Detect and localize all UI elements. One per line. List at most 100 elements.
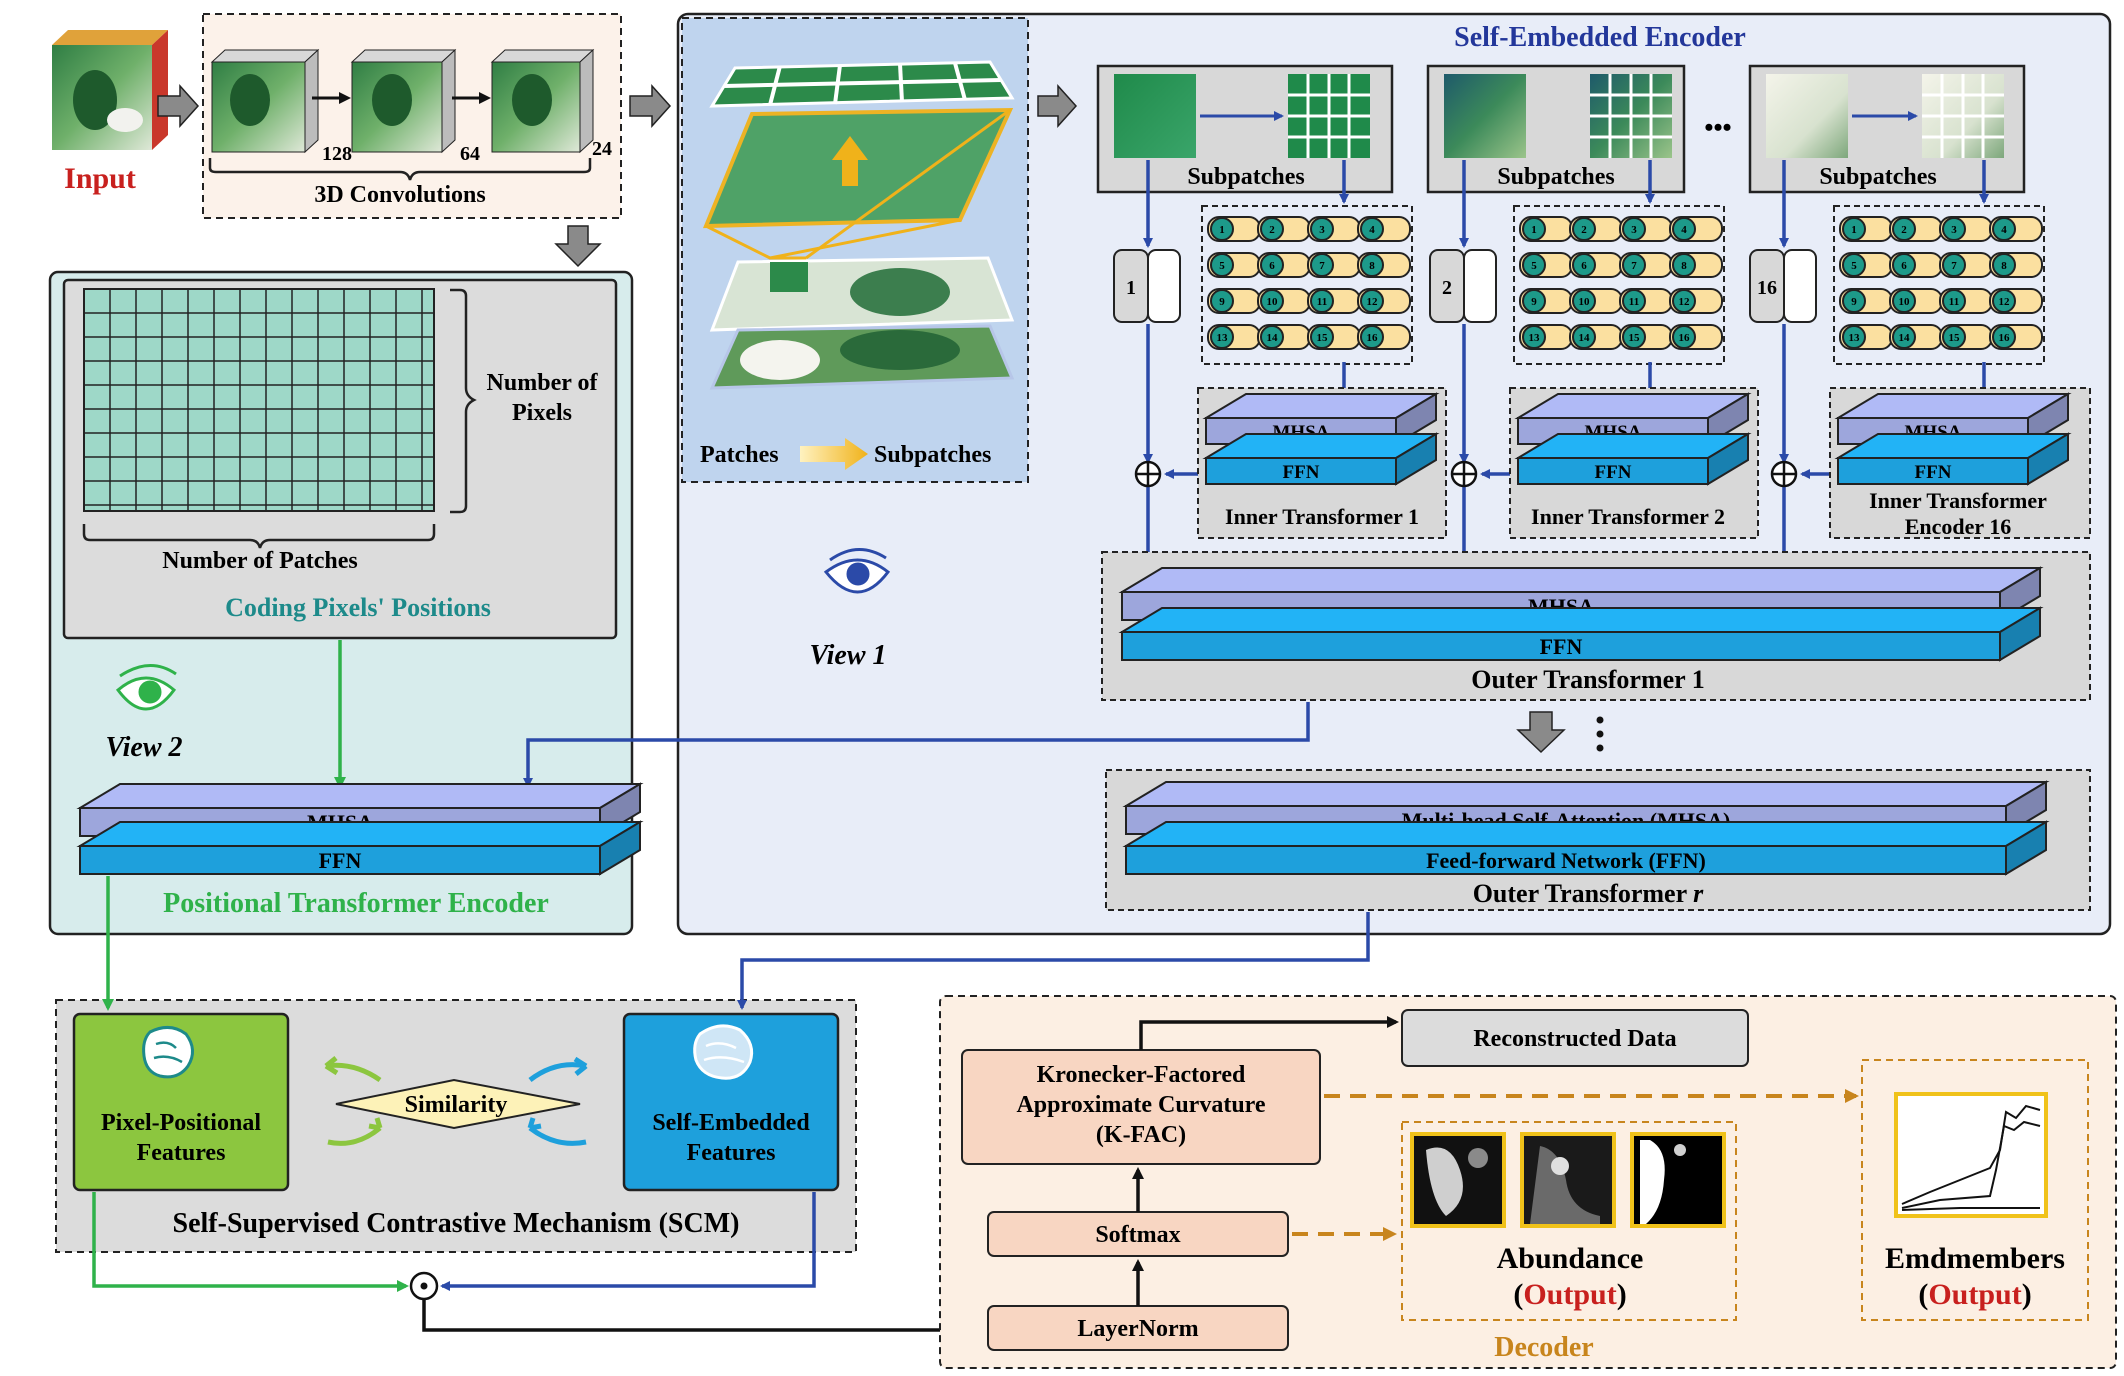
endmembers-label: Emdmembers xyxy=(1885,1242,2065,1275)
token-number: 13 xyxy=(1849,332,1861,344)
conv3d-title: 3D Convolutions xyxy=(314,182,485,208)
token-number: 13 xyxy=(1529,332,1541,344)
self-features-box xyxy=(622,1012,840,1192)
endmembers-output-label: (Output) xyxy=(1918,1278,2031,1311)
token-2-14 xyxy=(1572,325,1596,349)
token-2-16 xyxy=(1672,325,1696,349)
token-number: 9 xyxy=(1531,296,1537,308)
pixels-brace xyxy=(450,288,477,514)
fuse-node xyxy=(409,1271,439,1301)
conv-channel-2: 64 xyxy=(460,143,480,165)
reconstructed-box xyxy=(1401,1009,1749,1067)
subpatch-flow-arrows xyxy=(1143,160,1989,574)
cls-token-1 xyxy=(1113,249,1181,323)
token-number: 13 xyxy=(1217,332,1229,344)
token-3-1 xyxy=(1842,217,1866,241)
token-number: 10 xyxy=(1899,296,1911,308)
token-number: 11 xyxy=(1317,296,1327,308)
token-2-2 xyxy=(1572,217,1596,241)
cls-token-16-label: 16 xyxy=(1757,277,1777,299)
token-number: 6 xyxy=(1269,260,1275,272)
token-number: 12 xyxy=(1679,296,1691,308)
kfac-to-reconstructed xyxy=(1139,1016,1399,1050)
subpatch-box-3 xyxy=(1748,64,2026,194)
token-2-10 xyxy=(1572,289,1596,313)
similarity-arrows xyxy=(324,1056,588,1146)
token-number: 15 xyxy=(1317,332,1329,344)
pixel-features-to-fuse xyxy=(92,1192,409,1292)
subpatch-box-2 xyxy=(1426,64,1686,194)
token-2-6 xyxy=(1572,253,1596,277)
conv-cube-3 xyxy=(490,48,595,154)
token-number: 15 xyxy=(1629,332,1641,344)
patch-layer-top xyxy=(709,60,1015,108)
token-number: 6 xyxy=(1901,260,1907,272)
self-features-to-fuse xyxy=(440,1192,816,1291)
token-number: 14 xyxy=(1899,332,1911,344)
inner-ffn-1-label: FFN xyxy=(1283,462,1320,483)
patch-layer-bottom xyxy=(709,324,1015,390)
token-number: 14 xyxy=(1267,332,1279,344)
conv-to-encoder-arrow xyxy=(629,84,672,128)
patches-to-subpatch-arrow xyxy=(1037,84,1078,128)
token-2-3 xyxy=(1622,217,1646,241)
token-3-8 xyxy=(1992,253,2016,277)
token-3-7 xyxy=(1942,253,1966,277)
axis-pixels-label-1: Number of xyxy=(487,370,599,396)
conv-channel-3: 24 xyxy=(592,138,612,160)
outer-down-arrow xyxy=(1516,711,1566,754)
token-2-8 xyxy=(1672,253,1696,277)
inner-ffn-3-label: FFN xyxy=(1915,462,1952,483)
kfac-label-3: (K-FAC) xyxy=(1096,1122,1186,1148)
token-2-1 xyxy=(1522,217,1546,241)
token-number: 12 xyxy=(1367,296,1379,308)
abundance-output-label: (Output) xyxy=(1513,1278,1626,1311)
outer-1-ffn: FFN xyxy=(1118,606,2044,662)
token-number: 7 xyxy=(1951,260,1957,272)
positional-ffn-label: FFN xyxy=(319,848,362,873)
token-number: 16 xyxy=(1367,332,1379,344)
token-number: 4 xyxy=(2001,224,2007,236)
token-1-14 xyxy=(1260,325,1284,349)
token-1-8 xyxy=(1360,253,1384,277)
cls-token-1-label: 1 xyxy=(1126,277,1136,299)
similarity-label: Similarity xyxy=(405,1092,508,1118)
token-number: 1 xyxy=(1851,224,1857,236)
token-1-2 xyxy=(1260,217,1284,241)
endmembers-plot xyxy=(1894,1092,2048,1218)
cls-token-2 xyxy=(1429,249,1497,323)
patches-right-label: Subpatches xyxy=(874,442,991,468)
kfac-label-2: Approximate Curvature xyxy=(1016,1092,1265,1118)
token-number: 12 xyxy=(1999,296,2011,308)
position-grid xyxy=(83,288,435,512)
encoder-title: Self-Embedded Encoder xyxy=(1454,22,1746,53)
token-3-11 xyxy=(1942,289,1966,313)
conv-down-arrow xyxy=(554,225,602,268)
inner-label-1: Inner Transformer 1 xyxy=(1225,504,1419,529)
pixel-features-box xyxy=(72,1012,290,1192)
token-3-16 xyxy=(1992,325,2016,349)
token-number: 16 xyxy=(1679,332,1691,344)
token-1-7 xyxy=(1310,253,1334,277)
inner-label-2: Inner Transformer 2 xyxy=(1531,504,1725,529)
token-2-13 xyxy=(1522,325,1546,349)
token-number: 14 xyxy=(1579,332,1591,344)
token-2-11 xyxy=(1622,289,1646,313)
decoder-title: Decoder xyxy=(1494,1332,1594,1363)
patch-up-arrow xyxy=(832,136,868,186)
vertical-ellipsis xyxy=(1596,716,1604,752)
token-number: 8 xyxy=(2001,260,2007,272)
axis-pixels-label-2: Pixels xyxy=(512,400,572,426)
token-number: 8 xyxy=(1681,260,1687,272)
token-number: 10 xyxy=(1579,296,1591,308)
self-features-label-2: Features xyxy=(687,1140,776,1166)
input-arrow xyxy=(157,84,200,128)
token-1-1 xyxy=(1210,217,1234,241)
inner-label-16b: Encoder 16 xyxy=(1905,514,2012,539)
token-number: 3 xyxy=(1319,224,1325,236)
fuse-to-layernorm xyxy=(422,1300,993,1336)
subpatch-label-1: Subpatches xyxy=(1187,164,1304,190)
